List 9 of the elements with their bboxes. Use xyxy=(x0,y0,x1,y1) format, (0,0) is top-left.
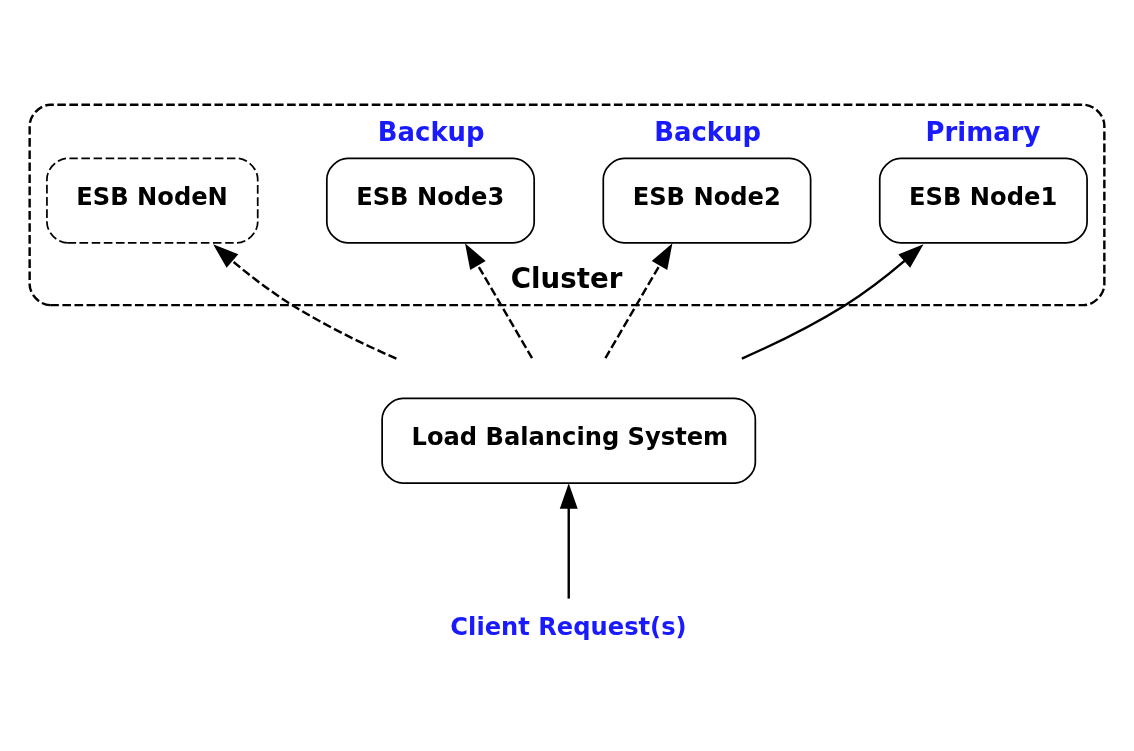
node-label: Primary xyxy=(925,116,1041,147)
arrow xyxy=(559,482,578,599)
arrow xyxy=(465,242,534,359)
arrow xyxy=(741,243,924,360)
node-label: Backup xyxy=(377,116,485,147)
arrow xyxy=(604,242,673,359)
node-text: Client Request(s) xyxy=(450,612,687,641)
arrow xyxy=(213,243,397,360)
node-label: Backup xyxy=(654,116,762,147)
